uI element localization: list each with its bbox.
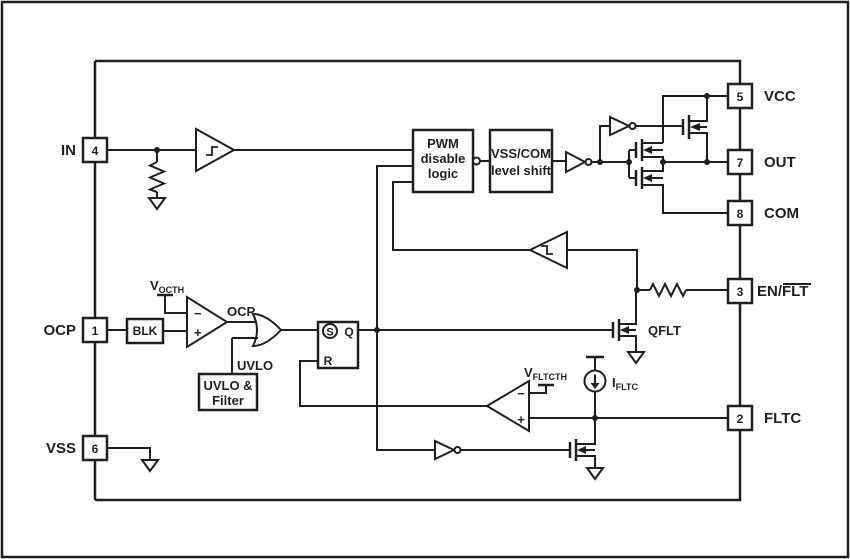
vocth-label: VOCTH [150, 278, 184, 295]
vfltcth-label: VFLTCTH [524, 365, 567, 382]
pwm-disable-logic-block: PWM disable logic [411, 128, 490, 194]
fltc-comp-plus: + [517, 412, 525, 427]
inverter-bubble [628, 122, 637, 130]
levelshift-line2: level shift [491, 163, 552, 178]
pin-com-number: 8 [737, 207, 744, 221]
ground-icon [147, 197, 167, 211]
pin-enflt-label: EN/FLT [757, 283, 808, 300]
inverter-icon [609, 115, 632, 137]
vss-net [107, 447, 160, 473]
pin-vcc-label: VCC [764, 88, 796, 105]
in-pulldown-resistor [147, 161, 167, 193]
blk-label: BLK [133, 324, 158, 338]
pwm-block-line2: disable [421, 151, 466, 166]
ifltc-current-source: IFLTC [583, 355, 638, 418]
or-gate-icon [251, 312, 283, 348]
ocp-stage: BLK VOCTH − + OCP UVLO [107, 278, 318, 374]
lower-output-mosfet [634, 162, 728, 214]
pin-out: 7 OUT [726, 148, 796, 176]
fltc-discharge-mosfet [568, 418, 605, 481]
inverting-output-bubble [472, 156, 481, 166]
ocp-comparator-icon [186, 295, 229, 349]
pin-in-number: 4 [92, 144, 99, 158]
enflt-stage: QFLT [358, 181, 728, 365]
inverter-bubble [584, 158, 593, 166]
ground-icon [140, 459, 160, 473]
pwm-block-line1: PWM [427, 136, 459, 151]
pwm-block-line3: logic [428, 166, 458, 181]
fltc-comparator-icon [485, 379, 530, 433]
sr-latch: S Q R [299, 165, 487, 451]
pin-out-label: OUT [764, 154, 796, 171]
pin-in: 4 IN [61, 136, 109, 164]
pin-vss-number: 6 [92, 442, 99, 456]
pin-fltc: 2 FLTC [726, 404, 801, 432]
latch-q-label: Q [344, 325, 353, 339]
fltc-comp-minus: − [517, 386, 525, 401]
level-shift-block: VSS/COM level shift [488, 128, 566, 194]
latch-s-circle [322, 323, 338, 339]
output-stage [565, 93, 728, 214]
levelshift-line1: VSS/COM [491, 146, 551, 161]
qflt-label: QFLT [648, 323, 681, 338]
qflt-mosfet: QFLT [358, 290, 681, 365]
fltc-stage: − + VFLTCTH IFLTC [434, 355, 728, 481]
latch-r-label: R [324, 354, 333, 368]
blk-block [125, 317, 165, 345]
ic-boundary [93, 59, 742, 502]
pin-enflt: 3 EN/FLT [726, 277, 811, 305]
pin-enflt-number: 3 [737, 285, 744, 299]
inverter-icon [434, 439, 457, 461]
ocp-signal-label: OCP [227, 304, 256, 319]
inverter-bubble [453, 446, 462, 454]
pin-com: 8 COM [726, 199, 799, 227]
uvlo-filter-line1: UVLO & [203, 378, 252, 393]
pin-fltc-label: FLTC [764, 410, 801, 427]
ocp-comp-plus: + [194, 325, 202, 340]
pin-vcc-number: 5 [737, 90, 744, 104]
ocp-comp-minus: − [194, 306, 202, 321]
inverter-icon [565, 150, 588, 174]
uvlo-filter-line2: Filter [212, 393, 244, 408]
pin-vss-label: VSS [46, 440, 76, 457]
pin-com-label: COM [764, 205, 799, 222]
ifltc-label: IFLTC [612, 375, 638, 392]
uvlo-filter-block: UVLO & Filter [197, 372, 259, 412]
enflt-resistor [649, 281, 687, 299]
pin-ocp-number: 1 [92, 324, 99, 338]
latch-s-label: S [326, 327, 333, 339]
pin-ocp: 1 OCP [43, 316, 109, 344]
ground-icon [585, 467, 605, 481]
pin-in-label: IN [61, 142, 76, 159]
pin-ocp-label: OCP [43, 322, 76, 339]
hysteresis-icon [206, 146, 218, 156]
uvlo-signal-label: UVLO [237, 358, 273, 373]
pin-out-number: 7 [737, 156, 744, 170]
schmitt-buffer-icon [195, 127, 237, 173]
in-input-stage [107, 127, 413, 211]
ground-icon [626, 351, 646, 365]
pin-vss: 6 VSS [46, 434, 109, 462]
pullup-pmos [681, 96, 708, 162]
hysteresis-icon [541, 245, 553, 255]
pin-fltc-number: 2 [737, 412, 744, 426]
